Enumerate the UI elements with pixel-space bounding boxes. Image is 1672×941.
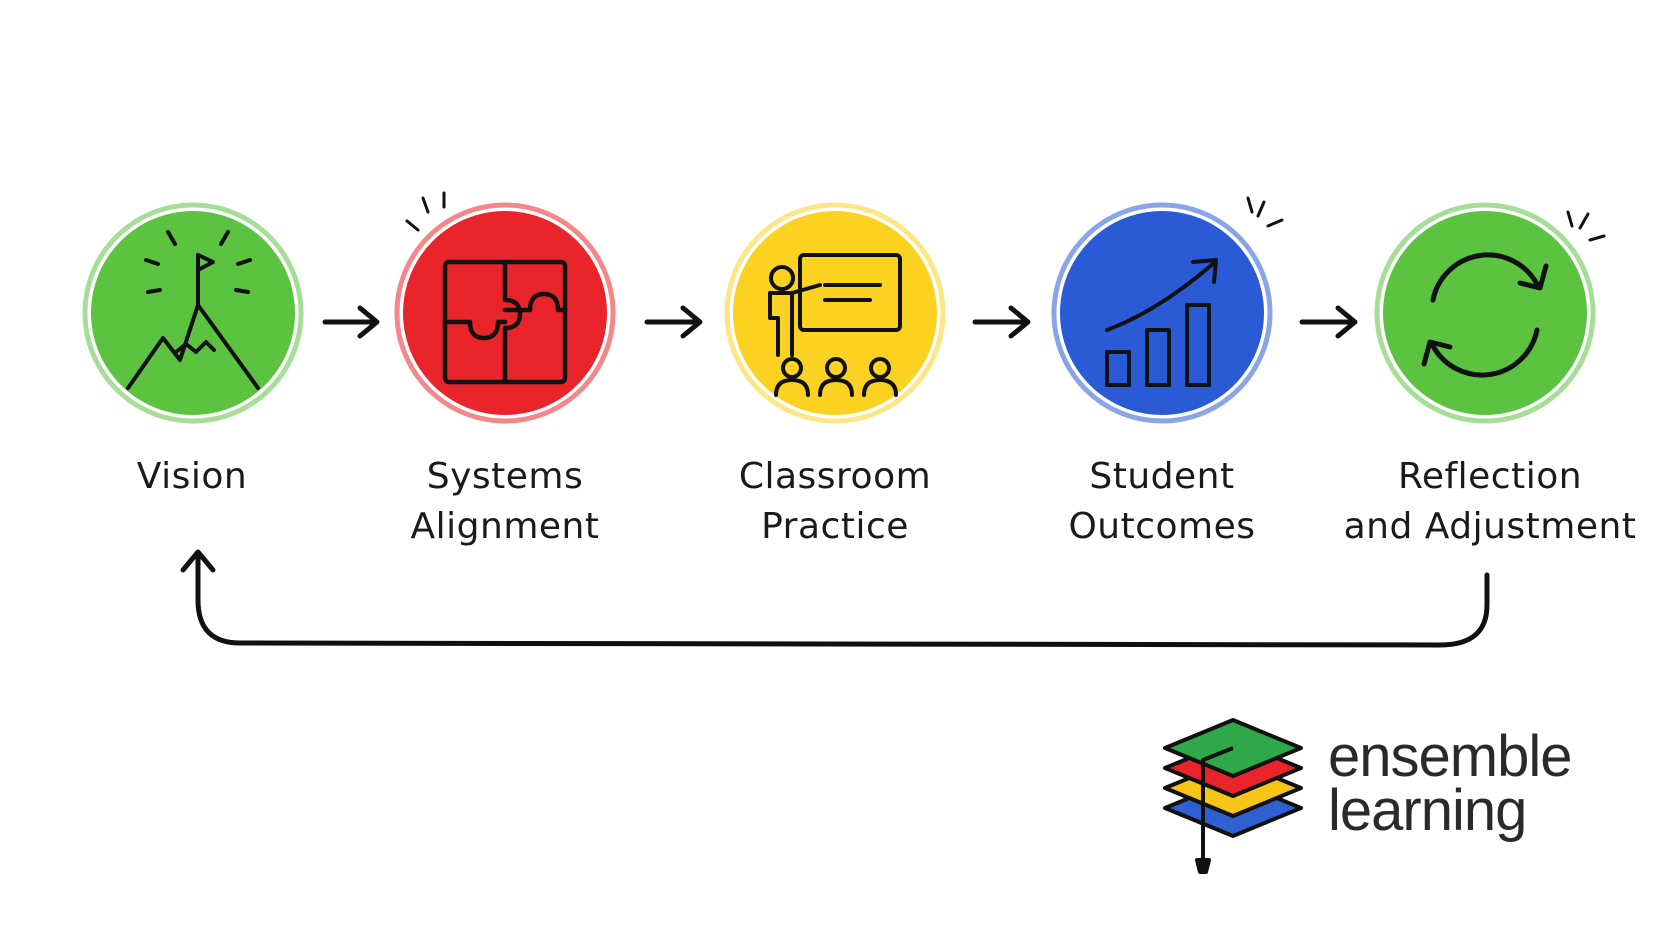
ensemble-learning-logo-icon (1163, 718, 1303, 874)
brand-line-2: learning (1328, 778, 1527, 843)
label-systems-alignment-line-1: Systems (426, 456, 584, 497)
label-classroom-practice-line-2: Practice (761, 506, 909, 547)
feedback-loop-arrow (180, 549, 1490, 648)
sparkle-marks-icon (405, 191, 446, 232)
brand-line-1: ensemble (1328, 724, 1572, 789)
label-reflection-adjustment: Reflection and Adjustment (1330, 452, 1650, 552)
label-student-outcomes-line-1: Student (1089, 456, 1235, 497)
label-reflection-adjustment-line-2: and Adjustment (1343, 506, 1637, 547)
vision-circle (91, 211, 295, 415)
label-systems-alignment-line-2: Alignment (410, 506, 600, 547)
sparkle-marks-icon (1246, 196, 1284, 228)
arrow-4-right-icon (1299, 305, 1358, 339)
arrow-2-right-icon (644, 305, 703, 339)
step-classroom-practice (724, 202, 946, 424)
arrow-1-right-icon (322, 305, 380, 339)
label-vision: Vision (42, 452, 342, 502)
step-reflection-adjustment (1374, 202, 1606, 424)
classroom-practice-circle (733, 211, 937, 415)
label-student-outcomes: Student Outcomes (1012, 452, 1312, 552)
refresh-cycle-icon (1421, 252, 1549, 378)
label-reflection-adjustment-line-1: Reflection (1397, 456, 1583, 497)
brand-wordmark: ensemble learning (1328, 724, 1572, 843)
growth-chart-icon (1105, 258, 1218, 387)
teacher-presentation-icon (768, 253, 902, 397)
label-systems-alignment: Systems Alignment (355, 452, 655, 552)
sparkle-marks-icon (1566, 210, 1606, 242)
label-student-outcomes-line-2: Outcomes (1068, 506, 1256, 547)
puzzle-icon (442, 259, 568, 385)
arrow-3-right-icon (972, 305, 1031, 339)
label-classroom-practice-line-1: Classroom (738, 456, 932, 497)
reflection-adjustment-circle (1383, 211, 1587, 415)
step-student-outcomes (1051, 196, 1284, 424)
systems-alignment-circle (403, 211, 607, 415)
step-arrows (322, 305, 1358, 339)
step-systems-alignment (394, 191, 616, 424)
mountain-flag-icon (126, 230, 260, 390)
step-vision (82, 202, 304, 424)
label-vision-line-1: Vision (136, 456, 248, 497)
label-classroom-practice: Classroom Practice (685, 452, 985, 552)
